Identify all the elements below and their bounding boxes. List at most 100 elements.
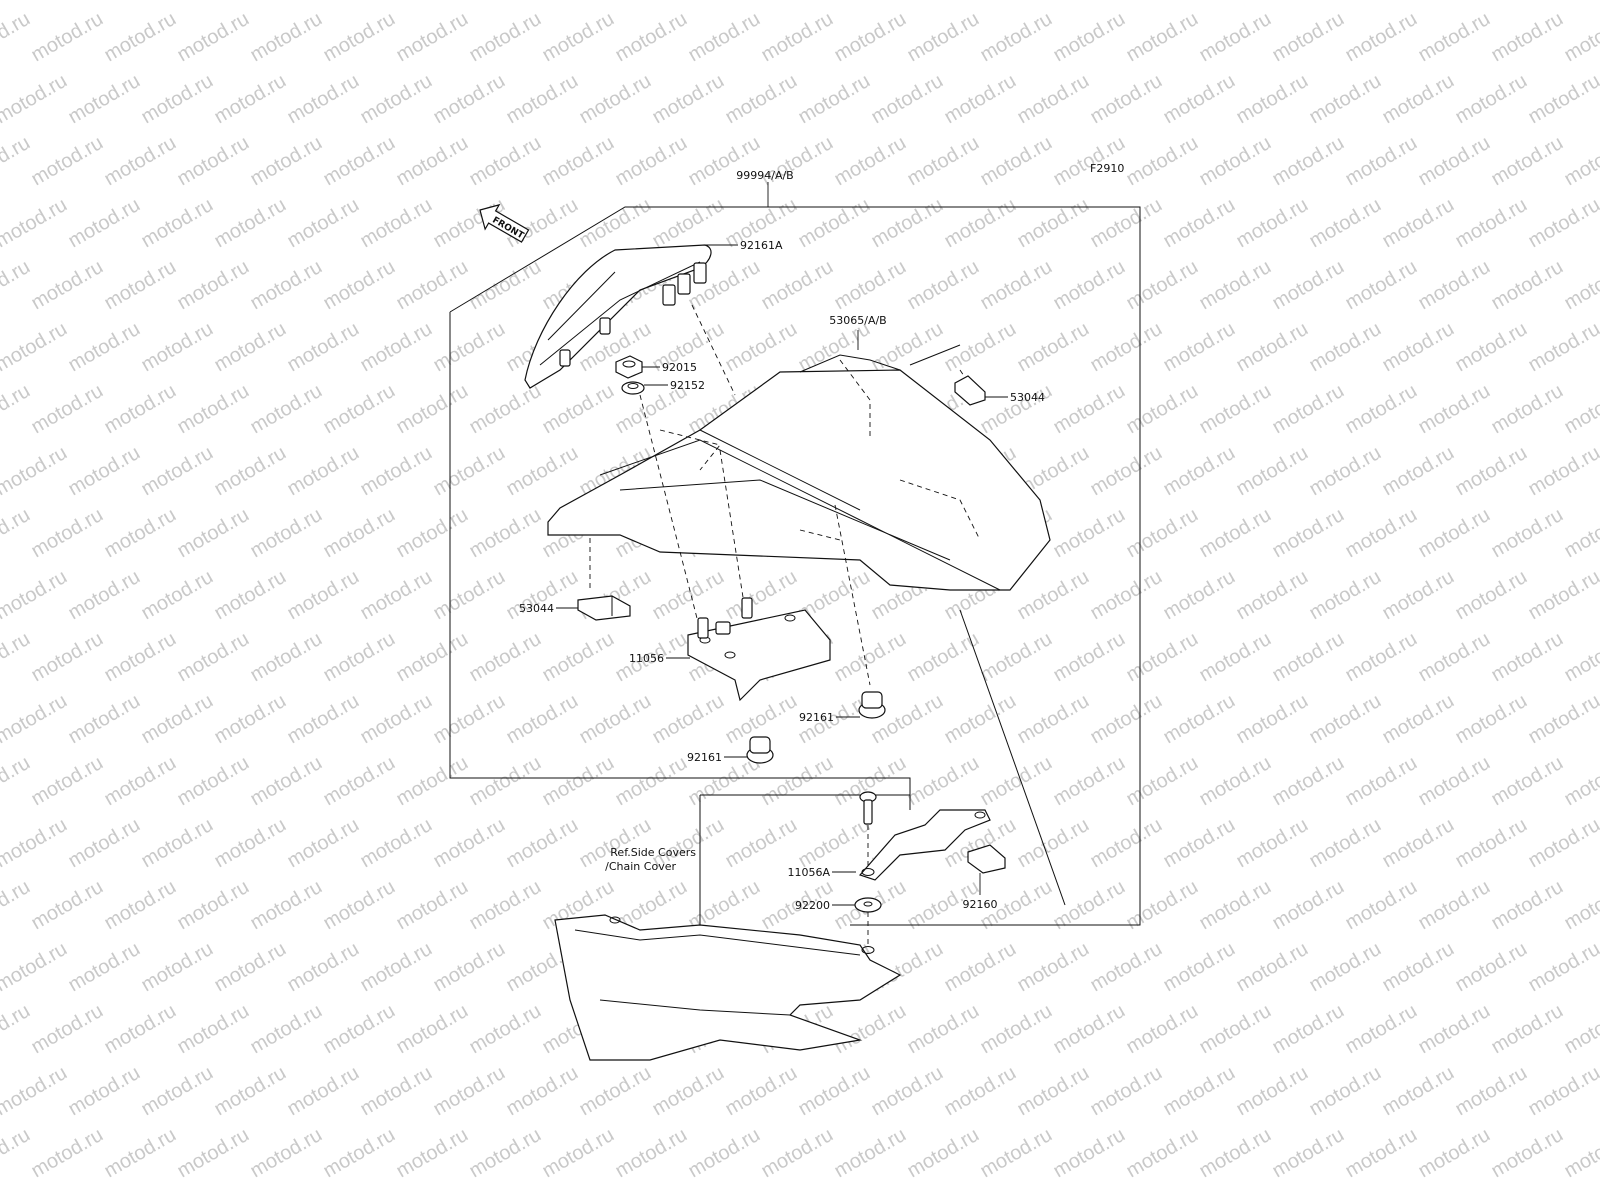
watermark-text: motod.ru (685, 1124, 764, 1183)
watermark-text: motod.ru (101, 1124, 180, 1183)
watermark-text: motod.ru (1269, 1000, 1348, 1059)
watermark-text: motod.ru (1196, 132, 1275, 191)
watermark-text: motod.ru (1196, 504, 1275, 563)
label-92161A: 92161A (740, 239, 783, 252)
watermark-text: motod.ru (904, 1000, 983, 1059)
watermark-text: motod.ru (1379, 194, 1458, 253)
watermark-text: motod.ru (0, 628, 34, 687)
watermark-text: motod.ru (1196, 8, 1275, 67)
side-cover-reference (554, 914, 902, 1061)
watermark-text: motod.ru (722, 318, 801, 377)
watermark-text: motod.ru (1379, 566, 1458, 625)
watermark-text: motod.ru (1306, 814, 1385, 873)
part-92015 (615, 355, 643, 379)
watermark-text: motod.ru (1342, 256, 1421, 315)
watermark-text: motod.ru (1561, 1000, 1600, 1059)
watermark-text: motod.ru (393, 628, 472, 687)
watermark-text: motod.ru (1160, 442, 1239, 501)
watermark-text: motod.ru (539, 380, 618, 439)
watermark-text: motod.ru (1415, 504, 1494, 563)
watermark-text: motod.ru (1342, 628, 1421, 687)
watermark-text: motod.ru (0, 70, 71, 129)
watermark-text: motod.ru (1488, 752, 1567, 811)
watermark-text: motod.ru (1306, 70, 1385, 129)
assembly-frame (449, 206, 1141, 926)
watermark-text: motod.ru (1525, 938, 1600, 997)
watermark-text: motod.ru (758, 1124, 837, 1183)
watermark-text: motod.ru (1196, 628, 1275, 687)
watermark-text: motod.ru (0, 566, 71, 625)
watermark-text: motod.ru (65, 442, 144, 501)
watermark-text: motod.ru (211, 566, 290, 625)
watermark-text: motod.ru (1488, 504, 1567, 563)
watermark-text: motod.ru (1050, 1000, 1129, 1059)
watermark-text: motod.ru (1087, 566, 1166, 625)
watermark-text: motod.ru (211, 318, 290, 377)
watermark-text: motod.ru (1269, 8, 1348, 67)
watermark-text: motod.ru (1415, 8, 1494, 67)
watermark-text: motod.ru (0, 504, 34, 563)
watermark-text: motod.ru (977, 256, 1056, 315)
watermark-text: motod.ru (1269, 1124, 1348, 1183)
watermark-text: motod.ru (174, 752, 253, 811)
watermark-text: motod.ru (1306, 442, 1385, 501)
watermark-text: motod.ru (1123, 876, 1202, 935)
watermark-text: motod.ru (28, 504, 107, 563)
watermark-text: motod.ru (0, 1062, 71, 1121)
watermark-text: motod.ru (320, 8, 399, 67)
watermark-text: motod.ru (1087, 0, 1166, 4)
watermark-text: motod.ru (101, 1000, 180, 1059)
watermark-text: motod.ru (430, 566, 509, 625)
watermark-text: motod.ru (1452, 814, 1531, 873)
watermark-text: motod.ru (1379, 442, 1458, 501)
watermark-text: motod.ru (1087, 194, 1166, 253)
watermark-text: motod.ru (1233, 194, 1312, 253)
watermark-text: motod.ru (65, 690, 144, 749)
watermark-text: motod.ru (138, 566, 217, 625)
watermark-text: motod.ru (357, 70, 436, 129)
watermark-text: motod.ru (1525, 194, 1600, 253)
watermark-text: motod.ru (612, 752, 691, 811)
watermark-text: motod.ru (174, 628, 253, 687)
watermark-text: motod.ru (284, 814, 363, 873)
watermark-text: motod.ru (65, 318, 144, 377)
watermark-text: motod.ru (357, 194, 436, 253)
watermark-text: motod.ru (1306, 566, 1385, 625)
watermark-text: motod.ru (466, 752, 545, 811)
watermark-text: motod.ru (284, 0, 363, 4)
watermark-text: motod.ru (1269, 752, 1348, 811)
watermark-text: motod.ru (1160, 814, 1239, 873)
watermark-text: motod.ru (1306, 938, 1385, 997)
watermark-text: motod.ru (1561, 1124, 1600, 1183)
watermark-text: motod.ru (1233, 938, 1312, 997)
watermark-text: motod.ru (1561, 752, 1600, 811)
watermark-text: motod.ru (1525, 442, 1600, 501)
watermark-text: motod.ru (28, 1000, 107, 1059)
watermark-text: motod.ru (904, 1124, 983, 1183)
watermark-text: motod.ru (1014, 318, 1093, 377)
watermark-text: motod.ru (795, 1062, 874, 1121)
label-92152: 92152 (670, 379, 705, 392)
label-92161-right: 92161 (799, 711, 834, 724)
watermark-text: motod.ru (65, 814, 144, 873)
watermark-text: motod.ru (430, 442, 509, 501)
part-53065 (547, 354, 1051, 591)
watermark-text: motod.ru (1050, 628, 1129, 687)
watermark-text: motod.ru (941, 0, 1020, 4)
watermark-text: motod.ru (868, 1062, 947, 1121)
watermark-text: motod.ru (28, 132, 107, 191)
watermark-text: motod.ru (247, 752, 326, 811)
watermark-text: motod.ru (1452, 690, 1531, 749)
watermark-text: motod.ru (831, 628, 910, 687)
watermark-text: motod.ru (612, 1124, 691, 1183)
watermark-text: motod.ru (1050, 8, 1129, 67)
watermark-text: motod.ru (1160, 70, 1239, 129)
watermark-text: motod.ru (28, 752, 107, 811)
watermark-text: motod.ru (1087, 318, 1166, 377)
watermark-text: motod.ru (1488, 256, 1567, 315)
watermark-text: motod.ru (174, 876, 253, 935)
watermark-text: motod.ru (1452, 566, 1531, 625)
watermark-text: motod.ru (576, 1062, 655, 1121)
watermark-text: motod.ru (0, 876, 34, 935)
watermark-text: motod.ru (0, 256, 34, 315)
